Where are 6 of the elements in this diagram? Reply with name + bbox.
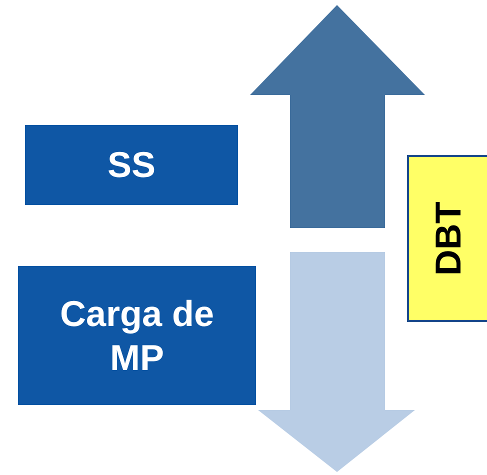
- process-box: [25, 125, 238, 205]
- box-label: SS: [106, 143, 157, 187]
- box-label: Carga de MP: [58, 292, 216, 379]
- box-label: DBT: [426, 202, 470, 276]
- label-box: [407, 155, 487, 322]
- process-box: [18, 266, 256, 405]
